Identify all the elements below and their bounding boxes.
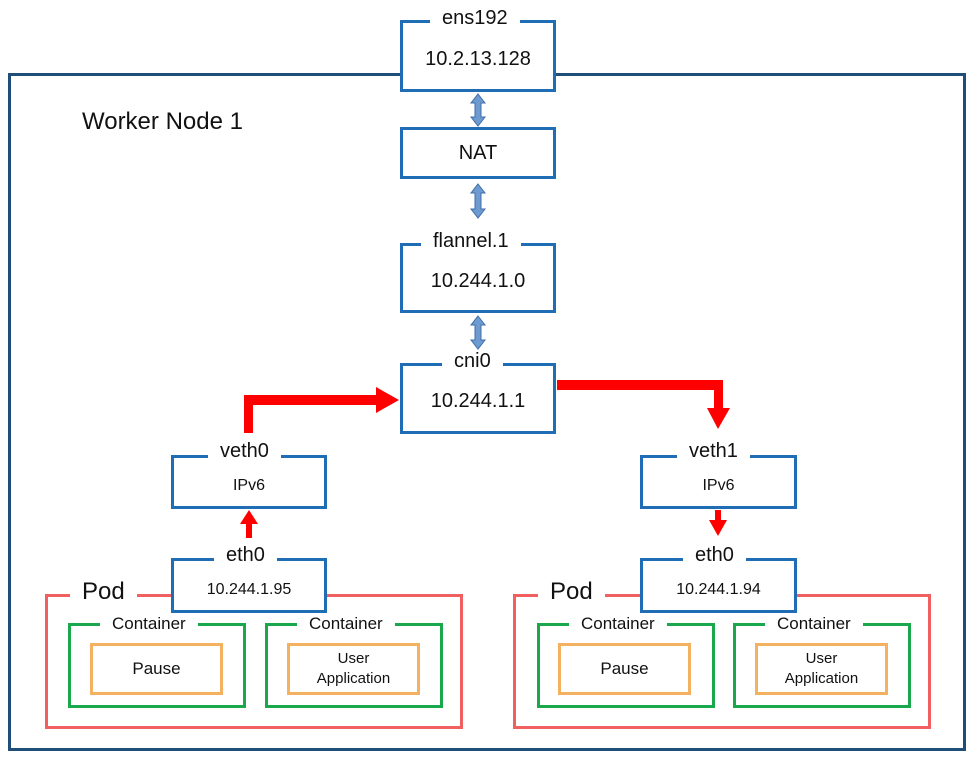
container-left-user-app-label: Container — [297, 615, 395, 632]
pause-process-left: Pause — [90, 643, 223, 695]
container-left-pause-label: Container — [100, 615, 198, 632]
ens192-label: ens192 — [430, 8, 520, 28]
pause-process-right: Pause — [558, 643, 691, 695]
cni0-bridge: 10.244.1.1 — [400, 363, 556, 434]
flow-arrow-cni0-to-veth1 — [557, 380, 730, 429]
pod-right-label: Pod — [538, 580, 605, 604]
link-arrow-nat-flannel — [469, 183, 487, 219]
user-application-right: User Application — [755, 643, 888, 695]
eth0-right-interface: 10.244.1.94 — [640, 558, 797, 613]
eth0-right-label: eth0 — [683, 545, 746, 565]
flannel-label: flannel.1 — [421, 231, 521, 251]
veth1-label: veth1 — [677, 441, 750, 461]
link-arrow-flannel-cni0 — [469, 315, 487, 350]
container-right-pause-label: Container — [569, 615, 667, 632]
veth0-label: veth0 — [208, 441, 281, 461]
link-arrow-ens192-nat — [469, 93, 487, 127]
cni0-label: cni0 — [442, 351, 503, 371]
eth0-left-interface: 10.244.1.95 — [171, 558, 327, 613]
flow-arrow-veth1-to-eth0 — [709, 510, 727, 536]
nat-box: NAT — [400, 127, 556, 179]
pod-left-label: Pod — [70, 580, 137, 604]
flow-arrow-eth0-to-veth0 — [240, 510, 258, 538]
user-application-left: User Application — [287, 643, 420, 695]
veth1-interface: IPv6 — [640, 455, 797, 509]
flow-arrow-veth0-to-cni0 — [244, 387, 399, 433]
eth0-left-label: eth0 — [214, 545, 277, 565]
container-right-user-app-label: Container — [765, 615, 863, 632]
worker-node-title: Worker Node 1 — [82, 108, 243, 135]
